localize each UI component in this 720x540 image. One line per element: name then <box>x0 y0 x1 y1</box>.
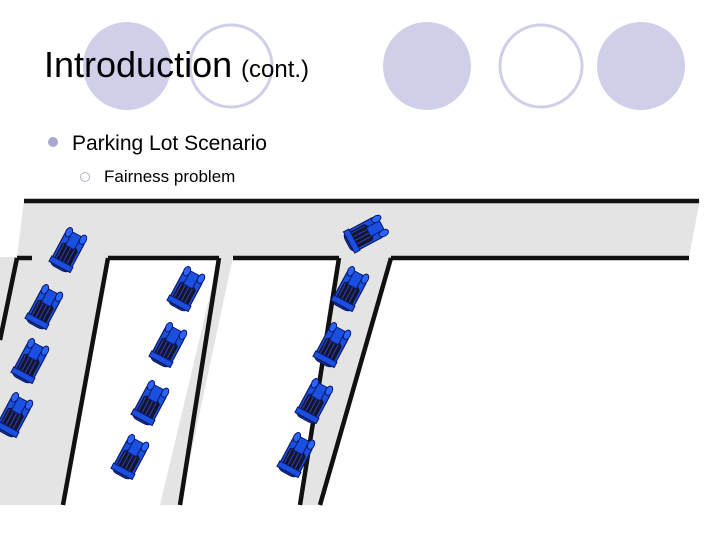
decorative-circles <box>83 22 685 110</box>
deco-circle-5 <box>597 22 685 110</box>
sub-bullet-item: Fairness problem <box>80 167 235 187</box>
slide-title-main: Introduction <box>44 44 233 85</box>
slide-title: Introduction (cont.) <box>44 44 309 86</box>
deco-circle-3 <box>383 22 471 110</box>
bullet-item: Parking Lot Scenario <box>48 132 267 156</box>
parking-lot-illustration <box>0 198 700 506</box>
deco-circle-1 <box>83 22 171 110</box>
slide-title-suffix: (cont.) <box>241 56 310 83</box>
car-icon <box>165 264 208 314</box>
bullet-dot-icon <box>48 137 58 148</box>
car-icon <box>109 432 152 482</box>
car-icon <box>129 378 172 428</box>
deco-circle-4 <box>498 23 584 109</box>
car-icon <box>147 320 190 370</box>
parking-lot-surface <box>0 200 700 505</box>
bullet-text: Parking Lot Scenario <box>72 132 267 155</box>
sub-bullet-ring-icon <box>80 171 90 182</box>
deco-circle-2 <box>188 23 274 109</box>
parking-lot-lines <box>0 198 699 506</box>
sub-bullet-text: Fairness problem <box>104 167 236 186</box>
